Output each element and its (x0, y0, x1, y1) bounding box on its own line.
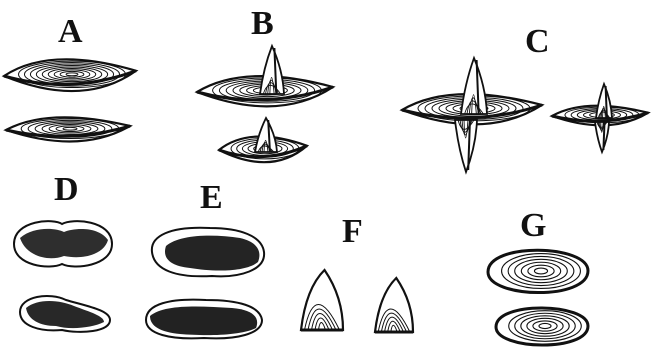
figure-g-lower-disk (496, 308, 588, 345)
figure-g-upper-disk (488, 250, 588, 292)
figure-e-upper-pod-shade (165, 236, 259, 271)
figure-label-a: A (58, 13, 83, 50)
figure-label-c: C (525, 23, 550, 60)
figure-label-b: B (251, 5, 274, 42)
figure-label-d: D (54, 171, 79, 208)
figure-label-f: F (342, 213, 363, 250)
figure-label-e: E (200, 179, 223, 216)
figure-label-g: G (520, 207, 546, 244)
figure-e-lower-pod-shade (150, 306, 257, 335)
